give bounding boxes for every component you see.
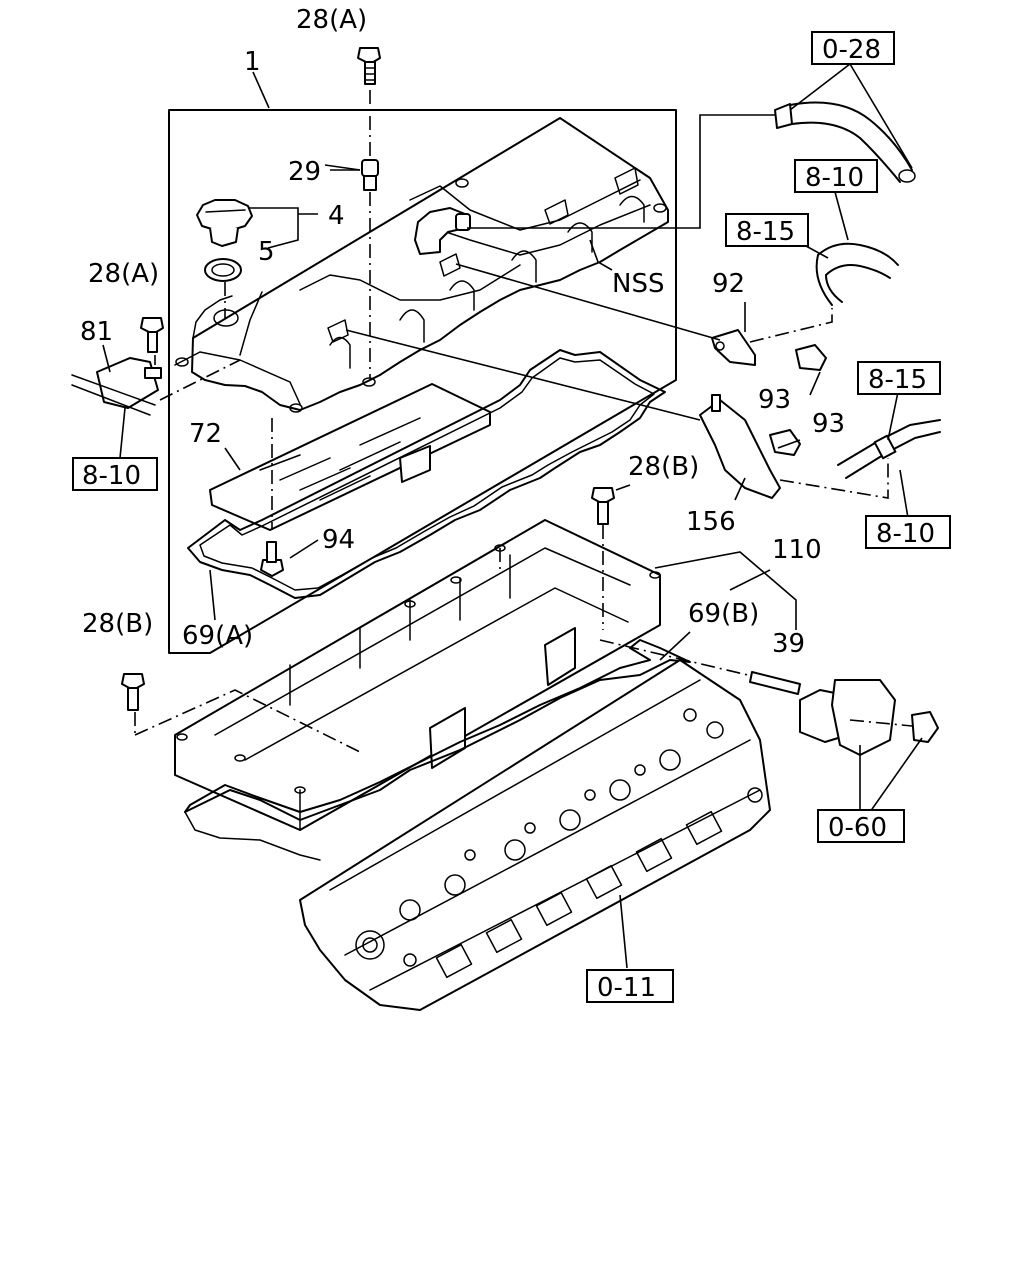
ref-8-10-right: 8-10 bbox=[876, 519, 935, 549]
ref-8-10-top: 8-10 bbox=[805, 163, 864, 193]
callout-39: 39 bbox=[772, 629, 805, 659]
callout-28b-left: 28(B) bbox=[82, 609, 153, 639]
callout-110: 110 bbox=[772, 535, 822, 565]
o-ring bbox=[204, 258, 242, 282]
bolt-94 bbox=[260, 541, 284, 577]
baffle-plate-72 bbox=[209, 383, 491, 531]
ref-8-15-top: 8-15 bbox=[736, 217, 795, 247]
hose-8-15-top bbox=[815, 242, 899, 306]
ref-0-60: 0-60 bbox=[828, 813, 887, 843]
callout-93a: 93 bbox=[758, 385, 791, 415]
ref-8-10-left: 8-10 bbox=[82, 461, 141, 491]
gasket-69b bbox=[184, 639, 691, 821]
stud-39 bbox=[749, 671, 801, 695]
ref-0-28: 0-28 bbox=[822, 35, 881, 65]
callout-nss: NSS bbox=[612, 269, 664, 299]
callout-93b: 93 bbox=[812, 409, 845, 439]
callout-28a-top: 28(A) bbox=[296, 5, 367, 35]
callout-69a: 69(A) bbox=[182, 621, 253, 651]
callout-28a-left: 28(A) bbox=[88, 259, 159, 289]
assembly-frame bbox=[168, 109, 677, 654]
hose-8-15-right bbox=[837, 419, 941, 479]
cylinder-head-cover bbox=[174, 117, 669, 413]
callout-29: 29 bbox=[288, 157, 321, 187]
callout-labels: 1 28(A) 29 4 5 28(A) 81 72 94 69(A) 28(B… bbox=[80, 5, 845, 659]
callout-28b-mid: 28(B) bbox=[628, 452, 699, 482]
bolt-28a-left bbox=[140, 317, 164, 353]
callout-72: 72 bbox=[189, 419, 222, 449]
bracket-92 bbox=[711, 329, 756, 366]
callout-81: 81 bbox=[80, 317, 113, 347]
callout-92: 92 bbox=[712, 269, 745, 299]
callout-5: 5 bbox=[258, 237, 275, 267]
harness-bracket-81 bbox=[71, 357, 162, 416]
gasket-69a bbox=[187, 349, 666, 599]
callout-156: 156 bbox=[686, 507, 736, 537]
ref-0-11: 0-11 bbox=[597, 973, 656, 1003]
sensor-0-60 bbox=[799, 679, 939, 756]
bracket-156 bbox=[699, 394, 781, 499]
bolt-93a bbox=[795, 344, 827, 371]
bolt-28b-mid bbox=[591, 487, 615, 525]
reference-labels: 0-28 8-10 8-15 8-15 8-10 8-10 0-60 0-11 bbox=[72, 31, 951, 1003]
oil-filler-cap bbox=[196, 199, 253, 247]
hose-0-28 bbox=[774, 101, 916, 183]
callout-94: 94 bbox=[322, 525, 355, 555]
bolt-28b-left bbox=[121, 673, 145, 711]
stud-29 bbox=[361, 159, 379, 191]
cylinder-head bbox=[299, 659, 771, 1011]
ref-8-15-right: 8-15 bbox=[868, 365, 927, 395]
bolt-28a-top bbox=[357, 47, 381, 85]
bolt-93b bbox=[769, 429, 801, 456]
callout-69b: 69(B) bbox=[688, 599, 759, 629]
callout-1: 1 bbox=[244, 47, 261, 77]
callout-4: 4 bbox=[328, 201, 345, 231]
